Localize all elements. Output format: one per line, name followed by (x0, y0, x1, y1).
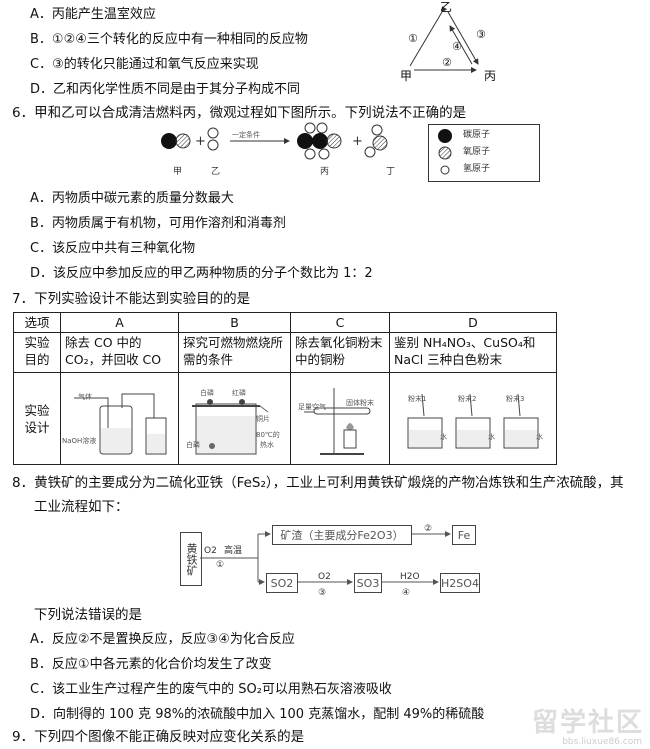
label-powder-2: 粉末2 (458, 395, 477, 403)
process-flow-arrows (200, 531, 451, 585)
option-text: C．该反应中共有三种氧化物 (30, 241, 196, 256)
question-8-stem-2: 工业流程如下： (34, 499, 129, 515)
label-water: 水 (536, 433, 543, 441)
goal-cell-a: 除去 CO 中的 CO₂，并回收 CO (60, 332, 179, 373)
watermark-logo: 留学社区 (531, 708, 644, 738)
reaction-mark-2: ② (442, 56, 452, 69)
legend-oxygen: 氧原子 (463, 147, 491, 157)
row-label-goal: 实验目的 (13, 332, 61, 373)
label-solid-powder: 固体粉末 (346, 399, 374, 407)
table-header: 选项 (13, 312, 61, 333)
conversion-triangle-diagram (409, 6, 479, 73)
label-powder-1: 粉末1 (408, 395, 427, 403)
reaction-mark-1: ① (408, 32, 418, 45)
option-text: D．乙和丙化学性质不同是由于其分子构成不同 (30, 82, 301, 97)
table-header: C (290, 312, 390, 333)
step-4: ④ (402, 588, 411, 598)
pyrite-box: 黄铁矿 (180, 532, 202, 586)
three-beakers-apparatus (407, 393, 539, 449)
label-gas: 气体 (78, 393, 92, 401)
table-header: B (178, 312, 291, 333)
label-cu-plate: 铜片 (256, 415, 270, 423)
label-powder-3: 粉末3 (506, 395, 525, 403)
molecule-label-bing: 丙 (320, 167, 330, 177)
label-o2-b: O2 (318, 572, 331, 582)
watermark-url: bbs.liuxue86.com (562, 737, 642, 747)
table-header: D (389, 312, 557, 333)
step-1: ① (216, 560, 225, 570)
so3-box: SO3 (354, 573, 382, 593)
label-hot-water: 80℃的 (256, 431, 280, 439)
legend-hydrogen: 氢原子 (463, 164, 491, 174)
reaction-mark-3: ③ (476, 28, 486, 41)
table-header: A (60, 312, 179, 333)
svg-text:+: + (352, 134, 363, 149)
question-8-stem: 8．黄铁矿的主要成分为二硫化亚铁（FeS₂），工业上可利用黄铁矿煅烧的产物冶炼铁… (12, 475, 624, 491)
wash-bottle-apparatus (74, 393, 167, 455)
option-text: C．该工业生产过程产生的废气中的 SO₂可以用熟石灰溶液吸收 (30, 682, 392, 697)
reaction-condition: 一定条件 (232, 131, 260, 139)
label-hot-water-2: 热水 (260, 441, 274, 449)
triangle-label-top: 乙 (440, 0, 453, 14)
goal-cell-d: 鉴别 NH₄NO₃、CuSO₄和NaCl 三种白色粉末 (389, 332, 557, 373)
label-air: 足量空气 (298, 403, 326, 411)
step-2: ② (424, 524, 433, 534)
option-text: B．①②④三个转化的反应中有一种相同的反应物 (30, 32, 308, 47)
option-text: A．丙物质中碳元素的质量分数最大 (30, 191, 234, 206)
reaction-mark-4: ④ (452, 40, 462, 53)
option-text: D．向制得的 100 克 98%的浓硫酸中加入 100 克蒸馏水，配制 49%的… (30, 707, 485, 722)
molecule-label-yi: 乙 (211, 167, 221, 177)
label-o2: O2 (204, 546, 217, 556)
question-8-sub: 下列说法错误的是 (34, 607, 142, 623)
molecule-label-jia: 甲 (173, 167, 183, 177)
so2-box: SO2 (266, 573, 298, 593)
tube-heating-apparatus (304, 388, 371, 455)
molecule-reaction-diagram: + + (161, 122, 388, 160)
triangle-label-right: 丙 (484, 69, 497, 83)
svg-text:+: + (195, 134, 206, 149)
label-h2o: H2O (400, 572, 420, 582)
option-text: B．反应①中各元素的化合价均发生了改变 (30, 657, 272, 672)
combustion-beaker-apparatus (192, 399, 269, 455)
design-cell-c (290, 372, 390, 465)
atom-legend: 碳原子 氧原子 氢原子 (428, 124, 540, 182)
molecule-label-ding: 丁 (386, 167, 396, 177)
triangle-label-left: 甲 (400, 69, 413, 83)
label-water: 水 (440, 433, 447, 441)
option-text: A．反应②不是置换反应，反应③④为化合反应 (30, 632, 295, 647)
question-9-stem: 9．下列四个图像不能正确反映对应变化关系的是 (12, 729, 305, 745)
label-red-p: 红磷 (232, 389, 246, 397)
option-text: C．③的转化只能通过和氧气反应来实现 (30, 57, 259, 72)
option-text: D．该反应中参加反应的甲乙两种物质的分子个数比为 1：2 (30, 266, 373, 281)
experiment-table: 选项 A B C D 实验目的 除去 CO 中的 CO₂，并回收 CO 探究可燃… (13, 312, 557, 465)
legend-carbon: 碳原子 (463, 130, 491, 140)
label-white-p: 白磷 (200, 389, 214, 397)
label-high-temp: 高温 (224, 546, 243, 556)
fe-box: Fe (452, 525, 476, 545)
goal-cell-b: 探究可燃物燃烧所需的条件 (178, 332, 291, 373)
slag-box: 矿渣（主要成分Fe2O3） (272, 525, 412, 545)
h2so4-box: H2SO4 (440, 573, 480, 593)
option-text: B．丙物质属于有机物，可用作溶剂和消毒剂 (30, 216, 286, 231)
label-white-p-2: 白磷 (186, 441, 200, 449)
question-6-stem: 6．甲和乙可以合成清洁燃料丙，微观过程如下图所示。下列说法不正确的是 (12, 105, 467, 121)
goal-cell-c: 除去氧化铜粉末中的铜粉 (290, 332, 390, 373)
label-naoh: NaOH溶液 (62, 437, 97, 445)
label-water: 水 (488, 433, 495, 441)
option-text: A．丙能产生温室效应 (30, 7, 156, 22)
step-3: ③ (318, 588, 327, 598)
question-7-stem: 7．下列实验设计不能达到实验目的的是 (12, 291, 251, 307)
row-label-design: 实验设计 (13, 372, 61, 465)
